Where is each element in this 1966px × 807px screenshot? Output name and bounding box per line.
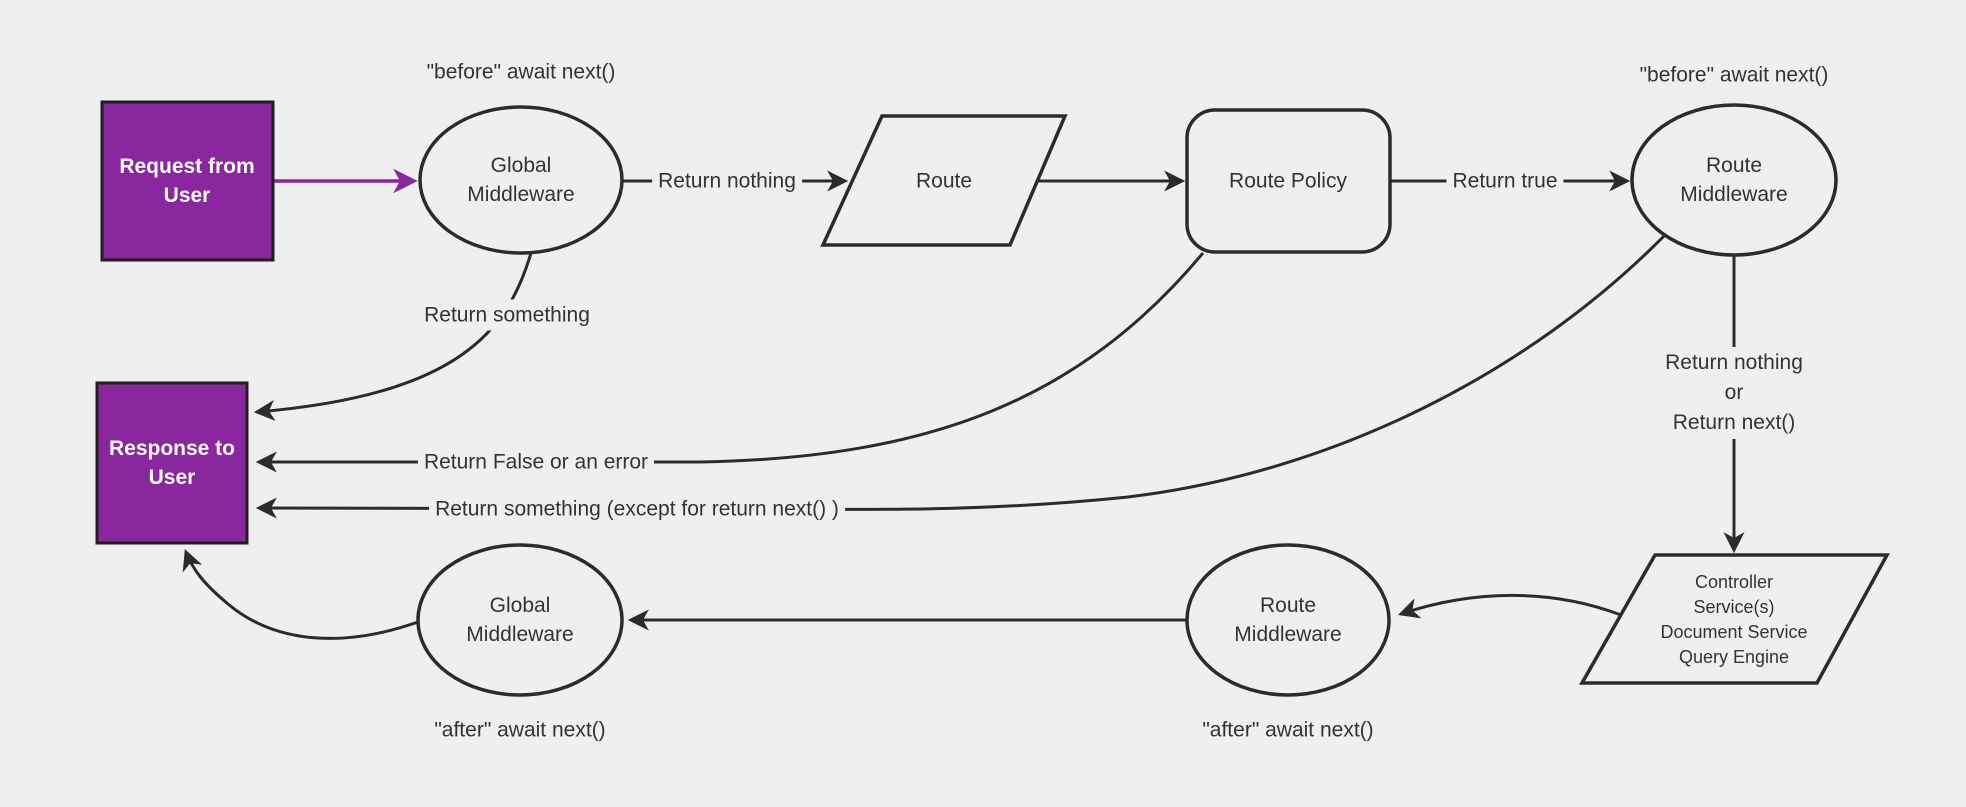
global-middleware-top-ellipse [418,105,624,255]
global-middleware-top-label: Global Middleware [467,154,575,206]
edge-controller-to-route-middleware-bottom [1398,593,1622,619]
route-middleware-bottom-ellipse [1185,543,1391,697]
request-from-user-label: Request from User [119,155,255,207]
edge-label-return-something: Return something [418,299,596,331]
global-middleware-bottom-label: Global Middleware [466,594,574,646]
edge-label-after-await-next-right: "after" await next() [1202,718,1374,742]
edge-label-return-nothing-or-next: Return nothing or Return next() [1659,347,1809,439]
response-to-user-label: Response to User [108,437,236,489]
route-policy-label: Route Policy [1229,169,1347,193]
edge-label-return-false-or-error: Return False or an error [417,446,655,478]
route-parallelogram [820,114,1068,247]
route-label: Route [915,169,973,193]
edge-global-middleware-return-something [253,252,533,421]
edge-global-middleware-to-response [182,549,419,640]
edge-label-after-await-next-left: "after" await next() [434,718,606,742]
controller-stack-label: Controller Service(s) Document Service Q… [1660,572,1808,667]
edge-route-middleware-return-something-except [255,233,1667,519]
edge-label-return-true: Return true [1446,165,1564,197]
route-policy-rounded-rect [1185,108,1392,254]
edge-label-before-await-next-left: "before" await next() [426,60,616,84]
route-middleware-bottom-label: Route Middleware [1234,594,1342,646]
route-middleware-top-ellipse [1630,103,1838,257]
edge-label-return-something-except: Return something (except for return next… [429,493,845,525]
edge-label-return-nothing: Return nothing [652,165,802,197]
controller-parallelogram [1578,553,1890,685]
response-to-user-box [95,381,249,545]
edge-label-before-await-next-right: "before" await next() [1639,63,1829,87]
global-middleware-bottom-ellipse [416,543,624,697]
edge-route-policy-return-false [255,252,1205,473]
request-from-user-box [100,100,275,262]
route-middleware-top-label: Route Middleware [1680,154,1788,206]
